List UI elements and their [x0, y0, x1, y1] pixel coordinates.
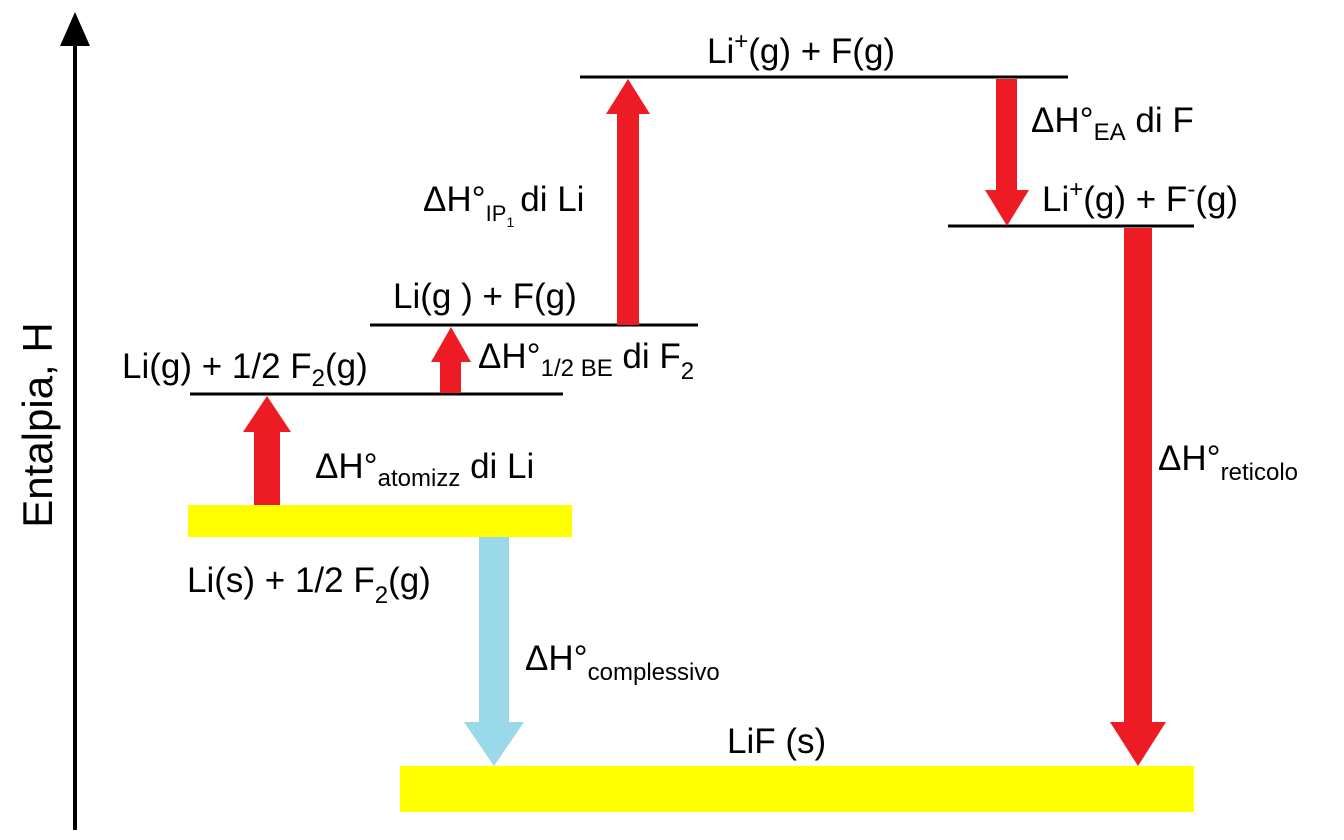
state-atom-li-tail: (g)	[325, 347, 368, 386]
state-ions-c: (g)	[1195, 180, 1238, 219]
state-atom-li-sub: 2	[312, 365, 325, 392]
step-affinity-symbol: ΔH°	[1031, 101, 1094, 140]
state-ions: Li+(g) + F-(g)	[1042, 176, 1238, 219]
step-bond-tail: di F	[613, 337, 681, 376]
step-overall-symbol: ΔH°	[525, 639, 588, 678]
state-product: LiF (s)	[727, 722, 826, 761]
product-level-bar	[400, 766, 1194, 812]
step-ionization-tail: di Li	[520, 180, 584, 219]
state-atoms: Li(g ) + F(g)	[393, 277, 577, 316]
step-ionization-sub-sub: 1	[506, 214, 514, 230]
step-ionization: ΔH°IP1 di Li	[423, 180, 584, 230]
step-bond-sub: 1/2 BE	[541, 355, 613, 382]
reactants-level-bar	[188, 505, 572, 537]
step-ionization-sub: IP	[486, 201, 507, 226]
ionization-arrow	[606, 79, 650, 325]
step-lattice: ΔH°reticolo	[1158, 439, 1298, 486]
step-ionization-symbol: ΔH°	[423, 180, 486, 219]
state-ions-a: Li	[1042, 180, 1069, 219]
state-reactants-tail: (g)	[388, 561, 431, 600]
state-ion-li: Li+(g) + F(g)	[707, 28, 895, 71]
step-atomization-sub: atomizz	[378, 465, 461, 492]
atomization-arrow	[243, 396, 291, 505]
state-ion-li-b: (g) + F(g)	[748, 32, 895, 71]
lattice-energy-arrow	[1110, 228, 1166, 766]
step-atomization-symbol: ΔH°	[315, 447, 378, 486]
enthalpy-axis-arrowhead	[60, 12, 90, 46]
state-atom-li-base: Li(g) + 1/2 F	[122, 347, 312, 386]
bond-energy-arrow	[431, 327, 471, 393]
state-reactants: Li(s) + 1/2 F2(g)	[187, 561, 431, 609]
step-affinity-sub: EA	[1094, 119, 1126, 146]
step-overall-sub: complessivo	[588, 659, 720, 686]
state-ion-li-a: Li	[707, 32, 734, 71]
state-atom-li: Li(g) + 1/2 F2(g)	[122, 347, 368, 392]
step-lattice-sub: reticolo	[1221, 459, 1298, 486]
state-ion-li-sup: +	[734, 28, 748, 55]
step-affinity: ΔH°EA di F	[1031, 101, 1194, 146]
step-affinity-tail: di F	[1126, 101, 1194, 140]
step-overall: ΔH°complessivo	[525, 639, 720, 686]
axis-label: Entalpia, H	[14, 322, 61, 527]
electron-affinity-arrow	[985, 79, 1029, 226]
step-atomization-tail: di Li	[460, 447, 534, 486]
state-ions-sup1: +	[1069, 176, 1083, 203]
step-bond: ΔH°1/2 BE di F2	[478, 337, 694, 385]
state-reactants-base: Li(s) + 1/2 F	[187, 561, 375, 600]
state-ions-b: (g) + F	[1083, 180, 1187, 219]
state-reactants-sub: 2	[375, 582, 388, 609]
overall-enthalpy-arrow	[464, 537, 524, 766]
state-ions-sup2: -	[1187, 176, 1195, 203]
step-lattice-symbol: ΔH°	[1158, 439, 1221, 478]
step-bond-tail-sub: 2	[681, 358, 694, 385]
step-atomization: ΔH°atomizz di Li	[315, 447, 534, 492]
step-bond-symbol: ΔH°	[478, 337, 541, 376]
